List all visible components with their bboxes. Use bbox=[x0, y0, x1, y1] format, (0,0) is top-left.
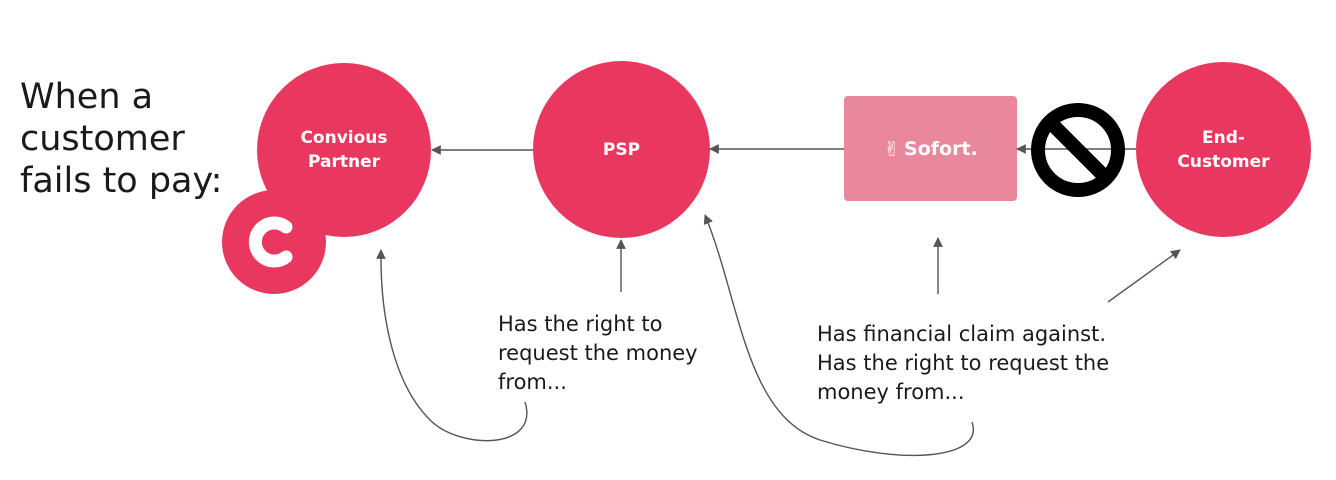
node-end-customer-label: End-Customer bbox=[1177, 127, 1270, 172]
node-sofort: ✌ Sofort. bbox=[844, 96, 1017, 201]
convious-logo-icon bbox=[222, 190, 326, 294]
node-psp-label: PSP bbox=[602, 139, 641, 160]
curve-psp-note-to-partner bbox=[375, 249, 528, 442]
node-sofort-label: Sofort. bbox=[904, 137, 978, 160]
node-psp: PSP bbox=[533, 61, 710, 238]
curve-sofort-note-to-psp bbox=[703, 214, 975, 457]
victory-hand-icon: ✌ bbox=[883, 136, 901, 161]
note-sofort-claim: Has financial claim against. Has the rig… bbox=[817, 322, 1110, 404]
prohibited-sign-icon bbox=[1031, 103, 1125, 197]
diagram-heading: When a customer fails to pay: bbox=[20, 77, 223, 201]
note-psp-claim: Has the right to request the money from.… bbox=[498, 312, 698, 394]
node-end-customer: End-Customer bbox=[1136, 62, 1311, 237]
node-convious-partner-label: Convious Partner bbox=[300, 128, 388, 172]
arrow-note-to-end-customer bbox=[1107, 249, 1181, 303]
